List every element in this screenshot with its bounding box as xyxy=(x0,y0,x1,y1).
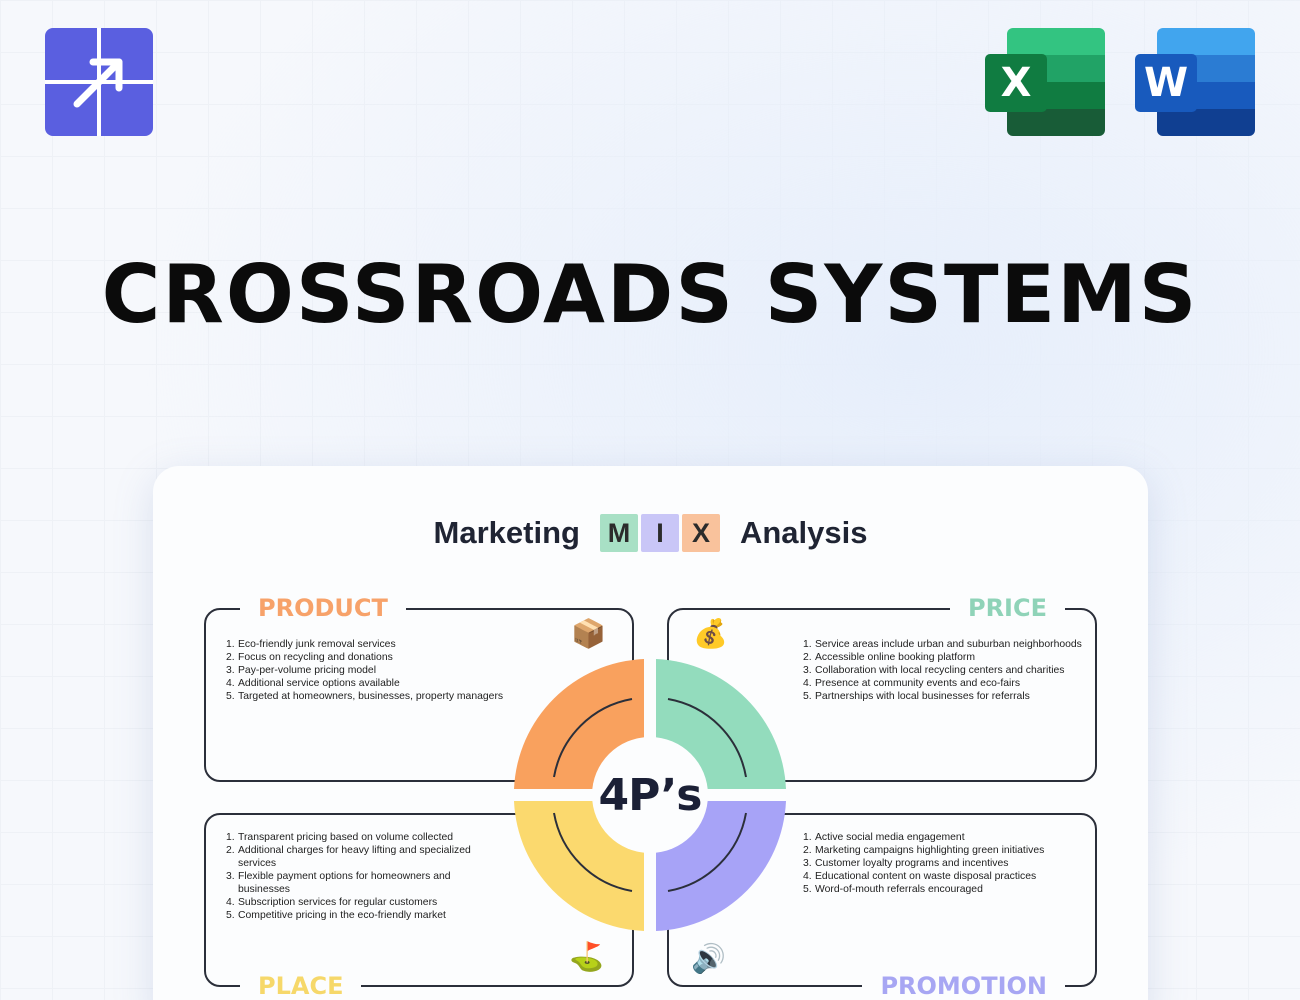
list-item: 5.Targeted at homeowners, businesses, pr… xyxy=(226,691,504,702)
list-item: 2.Marketing campaigns highlighting green… xyxy=(803,845,1045,856)
list-item: 4.Additional service options available xyxy=(226,678,400,689)
promotion-quadrant: PROMOTION 1.Active social media engageme… xyxy=(667,813,1097,999)
list-item: 1.Eco-friendly junk removal services xyxy=(226,639,396,650)
list-item: 1.Active social media engagement xyxy=(803,832,965,843)
golf-flag-icon: ⛳ xyxy=(569,940,604,973)
excel-icon: X xyxy=(985,28,1105,136)
list-item: 3.Flexible payment options for homeowner… xyxy=(226,871,451,895)
list-item: 5.Competitive pricing in the eco-friendl… xyxy=(226,910,446,921)
list-item: 3.Customer loyalty programs and incentiv… xyxy=(803,858,1009,869)
list-item: 2.Accessible online booking platform xyxy=(803,652,975,663)
place-label: PLACE xyxy=(240,973,362,999)
mix-letter-i: I xyxy=(640,514,679,552)
place-quadrant: PLACE 1.Transparent pricing based on vol… xyxy=(204,813,634,999)
list-item: 2.Focus on recycling and donations xyxy=(226,652,393,663)
mix-letters: M I X xyxy=(599,514,720,552)
mix-letter-x: X xyxy=(681,514,720,552)
page-title: CROSSROADS SYSTEMS xyxy=(101,248,1199,341)
heading-left: Marketing xyxy=(433,515,580,550)
word-band xyxy=(1157,28,1255,55)
list-item: 1.Service areas include urban and suburb… xyxy=(803,639,1082,650)
price-label: PRICE xyxy=(949,595,1065,621)
brand-logo xyxy=(45,28,153,136)
package-icon: 📦 xyxy=(571,617,606,650)
four-ps-label: 4P’s xyxy=(598,770,703,821)
place-list: 1.Transparent pricing based on volume co… xyxy=(226,831,486,922)
excel-letter: X xyxy=(985,54,1047,112)
marketing-mix-card: Marketing M I X Analysis PRODUCT 1.Eco-f… xyxy=(153,466,1148,1000)
wheel-center xyxy=(592,737,708,853)
list-item: 2.Additional charges for heavy lifting a… xyxy=(226,845,471,869)
card-heading: Marketing M I X Analysis xyxy=(153,514,1148,552)
product-label: PRODUCT xyxy=(240,595,406,621)
list-item: 4.Subscription services for regular cust… xyxy=(226,897,438,908)
list-item: 4.Presence at community events and eco-f… xyxy=(803,678,1021,689)
connector-arc xyxy=(667,812,747,892)
list-item: 4.Educational content on waste disposal … xyxy=(803,871,1037,882)
list-item: 5.Word-of-mouth referrals encouraged xyxy=(803,884,983,895)
connector-arc xyxy=(553,812,633,892)
excel-band xyxy=(1007,28,1105,55)
heading-right: Analysis xyxy=(739,515,868,550)
price-quadrant: PRICE 1.Service areas include urban and … xyxy=(667,595,1097,782)
money-bag-icon: 💰 xyxy=(693,617,728,650)
connector-arc xyxy=(553,698,633,778)
product-list: 1.Eco-friendly junk removal services 2.F… xyxy=(226,638,546,703)
list-item: 3.Collaboration with local recycling cen… xyxy=(803,665,1065,676)
word-icon: W xyxy=(1135,28,1255,136)
list-item: 1.Transparent pricing based on volume co… xyxy=(226,832,454,843)
promotion-label: PROMOTION xyxy=(862,973,1065,999)
arrow-up-right-grid-icon xyxy=(73,58,123,108)
list-item: 3.Pay-per-volume pricing model xyxy=(226,665,377,676)
promotion-list: 1.Active social media engagement 2.Marke… xyxy=(803,831,1083,896)
mix-letter-m: M xyxy=(599,514,638,552)
speaker-icon: 🔊 xyxy=(691,942,726,975)
list-item: 5.Partnerships with local businesses for… xyxy=(803,691,1030,702)
product-quadrant: PRODUCT 1.Eco-friendly junk removal serv… xyxy=(204,595,634,782)
connector-arc xyxy=(667,698,747,778)
price-list: 1.Service areas include urban and suburb… xyxy=(803,638,1083,703)
word-letter: W xyxy=(1135,54,1197,112)
word-band xyxy=(1157,109,1255,136)
excel-band xyxy=(1007,109,1105,136)
four-ps-wheel xyxy=(514,659,786,931)
